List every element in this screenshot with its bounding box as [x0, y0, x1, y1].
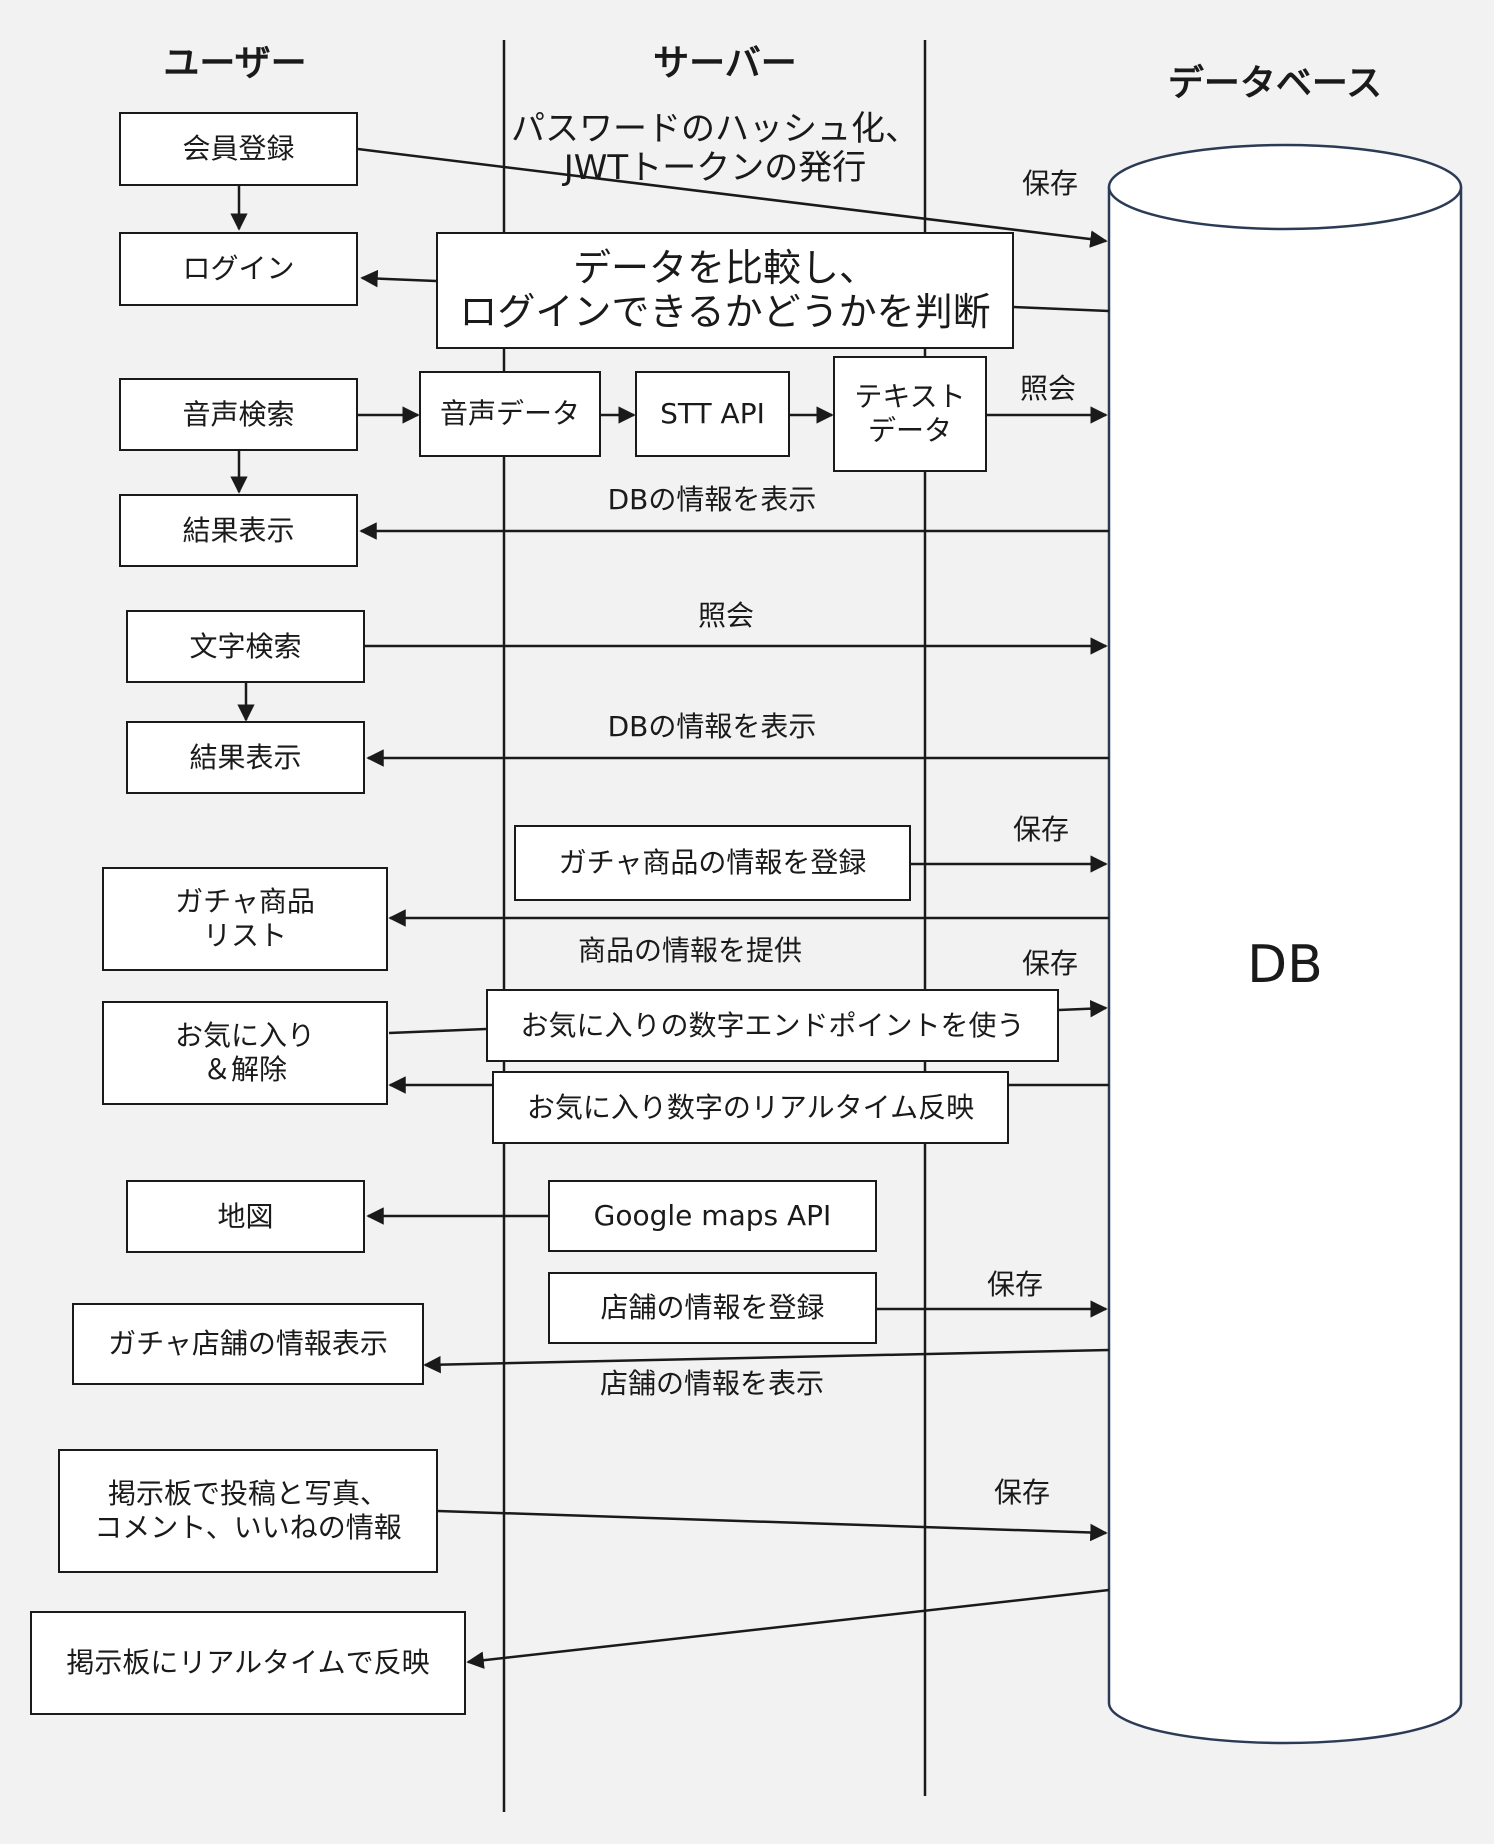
gacha-shop-display-box: ガチャ店舗の情報表示: [72, 1303, 424, 1385]
text-data-box: テキスト データ: [833, 356, 987, 472]
favorite-box: お気に入り ＆解除: [102, 1001, 388, 1105]
text-result-box: 結果表示: [126, 721, 365, 794]
lane-title-server: サーバー: [653, 43, 797, 84]
text-search-box: 文字検索: [126, 610, 365, 683]
provide-product-label: 商品の情報を提供: [577, 934, 802, 967]
hash-jwt-label: パスワードのハッシュ化、 JWTトークンの発行: [511, 109, 919, 189]
arrow-db-to-board-realtime: [466, 1588, 1110, 1669]
voice-result-box: 結果表示: [119, 494, 358, 567]
show-db-voice-label: DBの情報を表示: [607, 483, 817, 516]
stt-api-box: STT API: [635, 371, 790, 457]
arrow-endpoint-save: [1058, 999, 1108, 1018]
board-realtime-box: 掲示板にリアルタイムで反映: [30, 1611, 466, 1715]
show-db-text-label: DBの情報を表示: [607, 710, 817, 743]
compare-login-box: データを比較し、 ログインできるかどうかを判断: [436, 232, 1014, 349]
save-signup-label: 保存: [1021, 167, 1078, 200]
arrow-db-to-shop-display: [423, 1348, 1110, 1374]
login-box: ログイン: [119, 232, 358, 306]
query-voice-label: 照会: [1019, 372, 1076, 405]
save-favorite-label: 保存: [1021, 947, 1078, 980]
register-shop-box: 店舗の情報を登録: [548, 1272, 877, 1344]
arrow-compare-to-login: [360, 269, 437, 288]
database-cylinder: [1107, 143, 1463, 1745]
google-maps-api-box: Google maps API: [548, 1180, 877, 1252]
arrow-signup-save: [357, 147, 1108, 248]
gacha-list-box: ガチャ商品 リスト: [102, 867, 388, 971]
favorite-realtime-box: お気に入り数字のリアルタイム反映: [492, 1071, 1009, 1144]
lane-title-user: ユーザー: [163, 43, 307, 84]
line-db-to-compare: [1013, 305, 1110, 313]
board-post-box: 掲示板で投稿と写真、 コメント、いいねの情報: [58, 1449, 438, 1573]
favorite-endpoint-box: お気に入りの数字エンドポイントを使う: [486, 989, 1059, 1062]
save-board-label: 保存: [993, 1476, 1050, 1509]
save-gacha-label: 保存: [1012, 813, 1069, 846]
lane-title-database: データベース: [1167, 63, 1383, 104]
register-gacha-box: ガチャ商品の情報を登録: [514, 825, 911, 901]
query-text-label: 照会: [697, 599, 754, 632]
map-box: 地図: [126, 1180, 365, 1253]
line-favorite-to-endpoint: [388, 1027, 487, 1035]
save-shop-label: 保存: [986, 1268, 1043, 1301]
db-label: DB: [1247, 935, 1323, 995]
voice-data-box: 音声データ: [419, 371, 601, 457]
voice-search-box: 音声検索: [119, 378, 358, 451]
show-shop-label: 店舗の情報を表示: [599, 1367, 824, 1400]
arrow-board-post-save: [437, 1509, 1108, 1542]
signup-box: 会員登録: [119, 112, 358, 186]
